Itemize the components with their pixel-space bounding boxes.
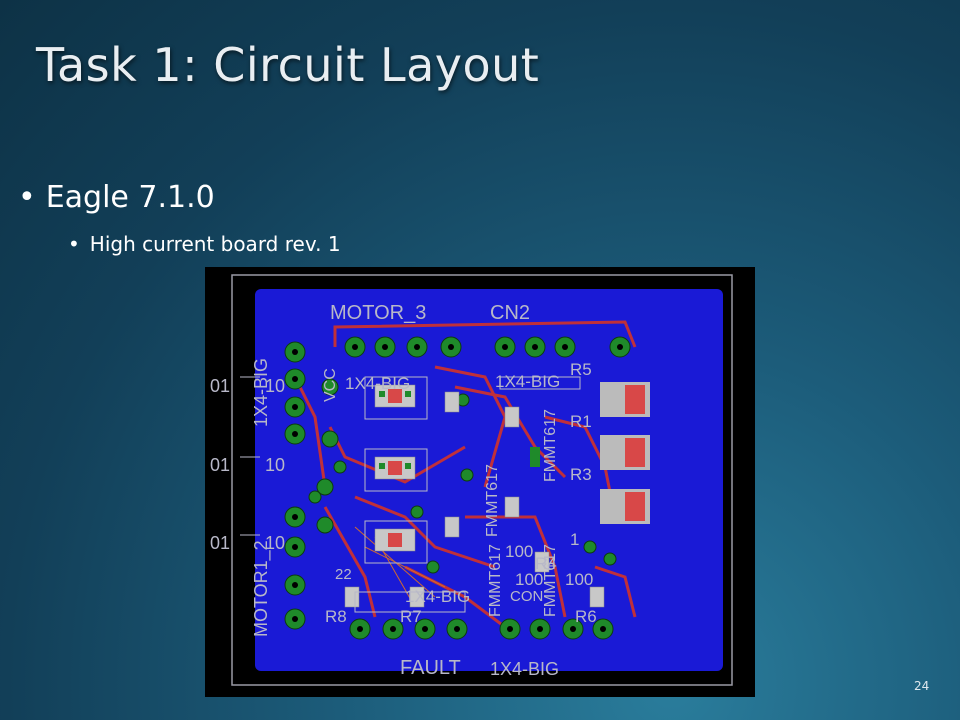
pcb-drawing: MOTOR_3 CN2 1X4-BIG 1X4-BIG R5 R1 R3 100… (210, 274, 733, 686)
label-r7: R7 (400, 607, 422, 626)
label-1x4-top-right: 1X4-BIG (495, 372, 560, 391)
label-r4: R4 (535, 554, 557, 573)
label-r6: R6 (575, 607, 597, 626)
bullet-eagle-version: •Eagle 7.1.0 (18, 180, 215, 215)
label-ten-r3: 10 (265, 533, 285, 553)
label-fault: FAULT (400, 657, 461, 679)
label-1x4-top-left: 1X4-BIG (345, 374, 410, 393)
bullet-dot-icon: • (68, 232, 80, 256)
label-ten-1: 01 (210, 376, 230, 396)
label-r3: R3 (570, 465, 592, 484)
label-1x4-bottom2: 1X4-BIG (490, 659, 559, 679)
label-fmmt1: FMMT617 (484, 464, 501, 537)
label-con: CON (510, 588, 543, 605)
pcb-layout-image: MOTOR_3 CN2 1X4-BIG 1X4-BIG R5 R1 R3 100… (205, 267, 755, 697)
pad-group (284, 336, 631, 640)
label-ten-r1: 10 (265, 376, 285, 396)
label-motor1-2: MOTOR1_2 (251, 540, 272, 637)
label-vcc: VCC (322, 368, 339, 402)
label-ten-r2: 10 (265, 455, 285, 475)
label-fmmt4: FMMT617 (542, 544, 559, 617)
label-cn2: CN2 (490, 302, 530, 324)
label-r5: R5 (570, 360, 592, 379)
label-val-100a: 100 (505, 542, 533, 561)
label-motor3: MOTOR_3 (330, 302, 426, 324)
label-r8: R8 (325, 607, 347, 626)
label-ten-3: 01 (210, 533, 230, 553)
label-q22: 22 (335, 566, 352, 583)
label-1x4-left: 1X4-BIG (251, 358, 271, 427)
page-number: 24 (914, 679, 930, 693)
label-ten-2: 01 (210, 455, 230, 475)
bullet-board-revision: •High current board rev. 1 (68, 232, 341, 256)
bullet-dot-icon: • (18, 180, 36, 215)
label-val-100b: 100 (515, 570, 543, 589)
label-fmmt2: FMMT617 (487, 544, 504, 617)
label-val-1: 1 (570, 530, 579, 549)
label-val-100c: 100 (565, 570, 593, 589)
slide-title: Task 1: Circuit Layout (36, 38, 540, 92)
label-r1: R1 (570, 412, 592, 431)
smd-resistor-group (600, 382, 650, 524)
board-outline (231, 274, 733, 686)
label-1x4-bottom: 1X4-BIG (405, 587, 470, 606)
label-fmmt3: FMMT617 (542, 409, 559, 482)
